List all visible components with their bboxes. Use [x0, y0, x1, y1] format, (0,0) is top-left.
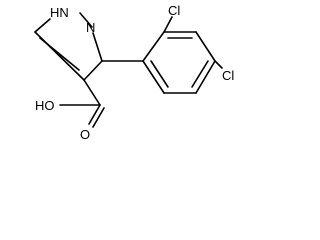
bond-c3-c4 — [83, 60, 103, 81]
bond-ph4-ph5-inner — [191, 60, 209, 88]
atom-label-cl-para: Cl — [222, 68, 234, 83]
bond-ph6-ph1-inner — [150, 60, 169, 88]
bond-ph2-cl — [163, 16, 173, 33]
bond-ph1-ph2 — [142, 31, 165, 62]
structure-canvas: HN N Cl Cl HO O — [0, 0, 250, 148]
atom-label-nh: HN — [50, 5, 69, 20]
carboxylic-acid-group — [59, 79, 105, 128]
atom-label-oh: HO — [35, 98, 55, 113]
molecule-drawing: HN N Cl Cl HO O — [34, 3, 234, 142]
bond-c-o-double-inner — [92, 107, 105, 128]
phenyl-ring — [101, 31, 216, 94]
atom-label-n: N — [86, 20, 95, 35]
bond-c5-n1 — [34, 18, 51, 33]
atom-label-o: O — [80, 127, 90, 142]
bond-c-o-double — [88, 104, 101, 125]
bond-c4-ccooh — [83, 79, 101, 106]
bond-ph3-ph4 — [195, 31, 216, 62]
bond-n1-n2 — [79, 12, 93, 28]
bond-ph4-ph5 — [195, 60, 216, 94]
bond-ph4-cl — [214, 60, 223, 69]
bond-n2-c3 — [92, 32, 103, 62]
atom-label-cl-ortho: Cl — [168, 3, 180, 18]
bond-c4-c5-inner — [39, 37, 80, 71]
bond-ph6-ph1 — [142, 60, 165, 94]
pyrazole-ring — [34, 12, 103, 81]
